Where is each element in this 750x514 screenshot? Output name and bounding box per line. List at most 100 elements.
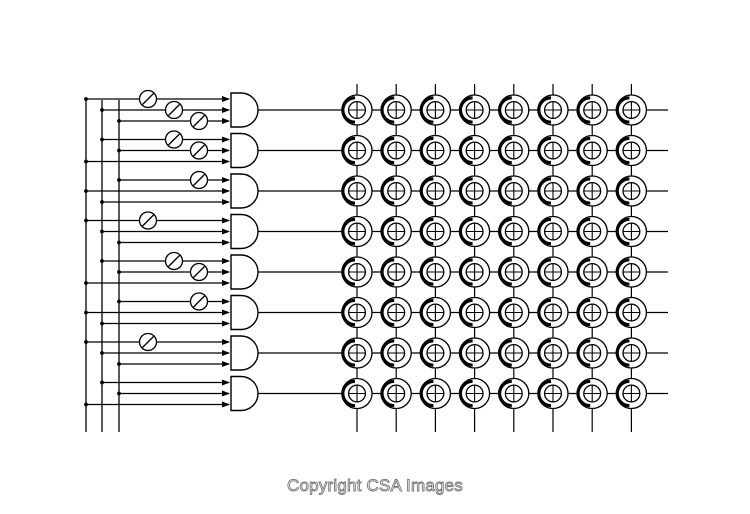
junction-dot (84, 340, 88, 344)
indicator-shade (576, 298, 591, 327)
indicator-cell (458, 337, 491, 369)
indicator-shade (458, 136, 473, 165)
and-gate (230, 254, 259, 290)
indicator-shade (576, 96, 591, 124)
indicator-shade (615, 177, 630, 205)
indicator-shade (576, 379, 591, 408)
indicator-cell (341, 215, 373, 248)
indicator-shade (341, 258, 356, 286)
indicator-cell (498, 296, 530, 329)
indicator-cell (537, 134, 569, 167)
indicator-cell (419, 215, 452, 248)
indicator-shade (458, 217, 473, 246)
junction-dot (117, 148, 121, 153)
indicator-cell (380, 296, 412, 329)
indicator-shade (341, 136, 356, 165)
indicator-shade (498, 379, 512, 408)
junction-dot (100, 321, 104, 326)
gate-input-wires (84, 89, 230, 408)
junction-dot (84, 402, 88, 407)
indicator-cell (419, 175, 452, 207)
indicator-cell (615, 175, 648, 207)
indicator-cell (341, 175, 373, 207)
indicator-shade (380, 379, 395, 408)
indicator-cell (458, 94, 491, 126)
indicator-shade (615, 298, 630, 327)
indicator-cell (576, 175, 608, 207)
indicator-shade (615, 217, 630, 246)
indicator-shade (419, 177, 434, 205)
indicator-cell (419, 296, 452, 329)
indicator-shade (576, 177, 591, 205)
indicator-shade (380, 339, 395, 367)
indicator-shade (458, 379, 473, 408)
junction-dot (117, 178, 121, 182)
indicator-shade (537, 379, 552, 408)
and-gate (230, 132, 259, 169)
junction-dot (100, 259, 104, 263)
indicator-matrix (341, 84, 648, 432)
indicator-cell (341, 337, 373, 369)
indicator-cell (458, 215, 491, 248)
indicator-cell (380, 94, 412, 126)
indicator-cell (341, 256, 373, 288)
indicator-cell (537, 215, 569, 248)
inverter-slash (193, 295, 205, 308)
junction-dot (100, 137, 104, 142)
indicator-cell (498, 134, 530, 167)
indicator-cell (458, 134, 491, 167)
junction-dot (100, 229, 104, 234)
indicator-shade (498, 298, 512, 327)
and-gate (230, 375, 259, 412)
indicator-cell (458, 377, 491, 410)
indicator-cell (576, 94, 608, 126)
indicator-cell (576, 215, 608, 248)
junction-dot (84, 159, 88, 164)
indicator-shade (419, 96, 434, 124)
indicator-cell (498, 94, 530, 126)
indicator-shade (537, 217, 552, 246)
indicator-shade (380, 136, 395, 165)
indicator-cell (341, 94, 373, 126)
junction-dot (84, 189, 88, 193)
junction-dot (117, 270, 121, 274)
indicator-shade (458, 258, 473, 286)
indicator-cell (380, 377, 412, 410)
indicator-shade (576, 339, 591, 367)
indicator-cell (615, 337, 648, 369)
indicator-shade (419, 298, 434, 327)
indicator-cell (537, 94, 569, 126)
indicator-shade (615, 96, 630, 124)
indicator-shade (380, 96, 395, 124)
inverter-slash (168, 104, 180, 116)
indicator-cell (537, 175, 569, 207)
indicator-shade (341, 339, 356, 367)
junction-dot (117, 362, 121, 366)
indicator-cell (458, 175, 491, 207)
inverter-slash (142, 93, 154, 105)
indicator-cell (341, 377, 373, 410)
indicator-shade (341, 379, 356, 408)
junction-dot (117, 391, 121, 396)
indicator-cell (615, 296, 648, 329)
junction-dot (84, 281, 88, 285)
inverter-slash (142, 336, 154, 348)
indicator-cell (458, 296, 491, 329)
indicator-cell (576, 134, 608, 167)
indicator-cell (419, 337, 452, 369)
indicator-shade (380, 258, 395, 286)
indicator-cell (537, 377, 569, 410)
indicator-cell (419, 377, 452, 410)
indicator-shade (537, 339, 552, 367)
indicator-cell (380, 215, 412, 248)
indicator-cell (615, 256, 648, 288)
indicator-shade (380, 217, 395, 246)
inverter-slash (193, 266, 205, 278)
indicator-shade (419, 379, 434, 408)
indicator-shade (419, 258, 434, 286)
indicator-shade (458, 339, 473, 367)
indicator-shade (537, 258, 552, 286)
and-gate (230, 294, 259, 331)
indicator-cell (576, 377, 608, 410)
indicator-cell (380, 175, 412, 207)
